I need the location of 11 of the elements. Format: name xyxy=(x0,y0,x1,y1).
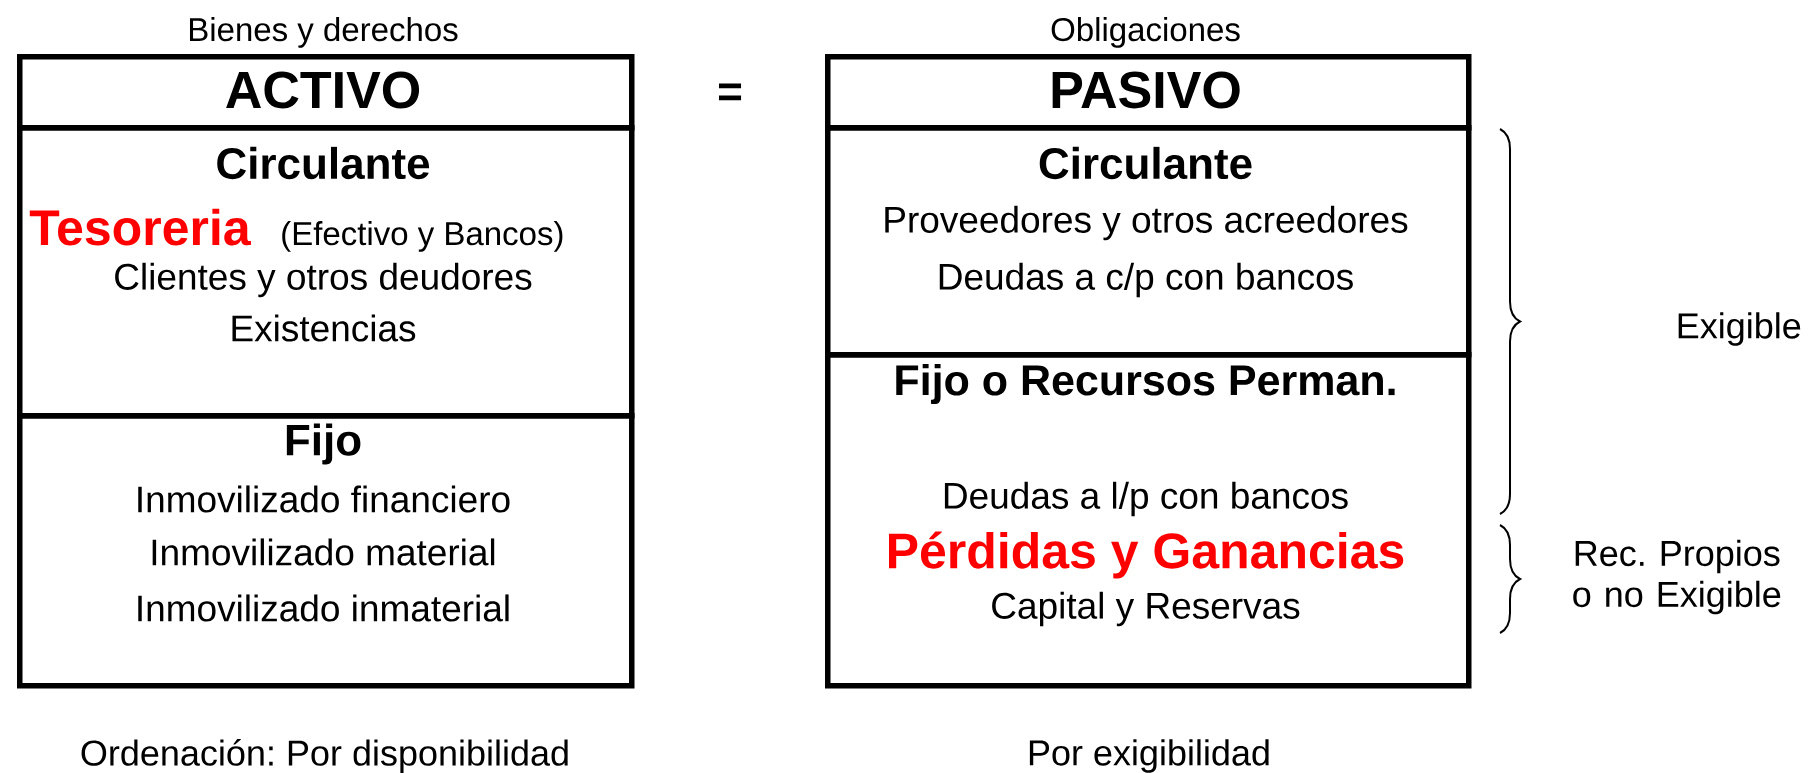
equals-sign: = xyxy=(719,83,742,101)
table-cell: Circulante Proveedores y otros acreedores Deudas a c/p con bancos xyxy=(825,125,1472,358)
node-label: Bienes y derechos xyxy=(189,17,458,48)
node-label: Obligaciones xyxy=(1051,17,1240,48)
table-cell: Fijo o Recursos Perman. Deudas a l/p con bancos Pérdidas y Ganancias Capital y Reservas xyxy=(825,352,1472,689)
footer-text: Por exigibilidad xyxy=(1029,739,1269,773)
brace-label: Rec. Propios o no Exigible xyxy=(1573,539,1781,615)
table-cell: Circulante Tesoreria (Efectivo y Bancos) Clientes y otros deudores Existencias xyxy=(17,125,635,419)
footer-text: Ordenación: Por disponibilidad xyxy=(81,739,568,773)
brace-label: Exigible xyxy=(1678,312,1801,346)
table-cell: Fijo Inmovilizado financiero Inmovilizado material Inmovilizado inmaterial xyxy=(17,413,635,689)
